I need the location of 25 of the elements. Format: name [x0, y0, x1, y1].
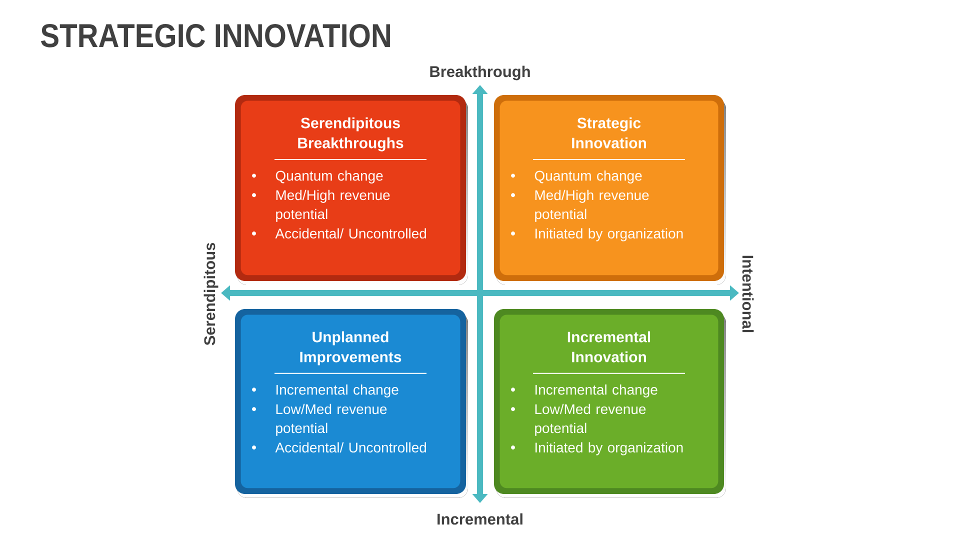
card-heading: Incremental Innovation: [568, 331, 650, 362]
bullet-text: Low/Med revenue potential: [535, 404, 646, 436]
quadrant-card: [235, 95, 468, 285]
bullet-text: Incremental change: [536, 384, 658, 398]
title: STRATEGIC INNOVATION: [41, 24, 390, 48]
bullet-text: Incremental change: [276, 384, 398, 398]
bullet-text: Initiated by organization: [536, 442, 683, 456]
bullet-text: Quantum change: [534, 170, 642, 184]
card-heading: Unplanned Improvements: [300, 331, 402, 366]
card-heading: Strategic Innovation: [572, 117, 646, 148]
quadrant-card: [494, 95, 726, 285]
bullet-text: Initiated by organization: [536, 228, 683, 242]
bullet-text: Accidental/ Uncontrolled: [275, 228, 426, 239]
quadrant-card: [494, 308, 726, 498]
card-heading: Serendipitous Breakthroughs: [298, 117, 404, 152]
axis-label: Serendipitous: [204, 242, 218, 346]
axis-label: Intentional: [742, 256, 754, 332]
bullet-text: Quantum change: [276, 170, 383, 184]
axis-label: Incremental: [438, 513, 522, 525]
bullet-text: Accidental/ Uncontrolled: [275, 442, 426, 453]
bullet-text: Med/High revenue potential: [276, 190, 390, 222]
bullet-text: Low/Med revenue potential: [276, 404, 387, 436]
bullet-text: Med/High revenue potential: [535, 190, 649, 222]
quadrant-card: [235, 308, 468, 498]
axis-label: Breakthrough: [430, 66, 530, 80]
